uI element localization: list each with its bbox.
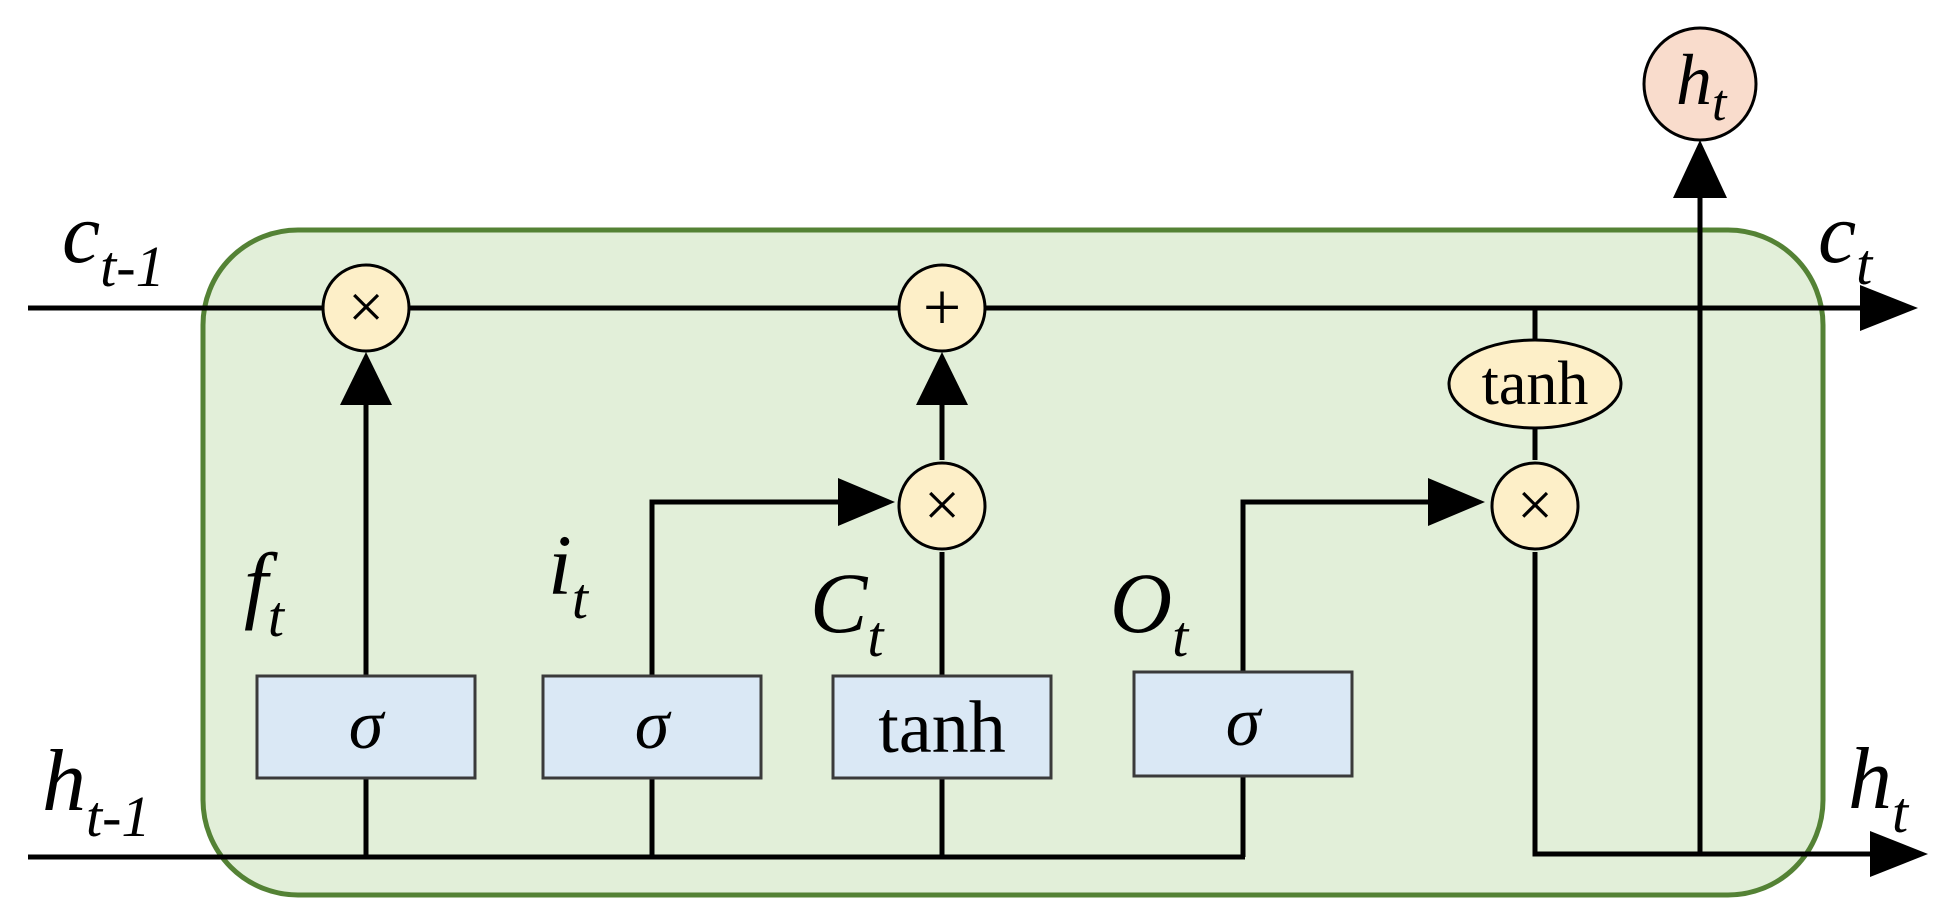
- cell-tanh-label: tanh: [1482, 350, 1589, 418]
- output-gate-output-line: [1240, 499, 1430, 672]
- hidden-output-node-sub: t: [1712, 75, 1728, 132]
- hidden-state-input-label: ht-1: [42, 733, 150, 849]
- cell-add-symbol: +: [923, 269, 961, 345]
- candidate-gate: tanh: [831, 674, 1053, 780]
- cell-tanh-node: tanh: [1447, 338, 1623, 430]
- cell-state-input-label: ct-1: [62, 185, 165, 299]
- input-gate-function: σ: [635, 687, 672, 764]
- cell-state-output-label: ct: [1818, 185, 1874, 297]
- forget-gate: σ: [255, 674, 477, 780]
- hidden-output-node-base: h: [1676, 40, 1712, 120]
- input-gate-arrowhead: [838, 478, 895, 526]
- forget-gate-arrowhead: [340, 352, 392, 405]
- output-gate-function: σ: [1226, 684, 1263, 761]
- input-multiply-symbol: ×: [924, 469, 960, 540]
- forget-multiply-symbol: ×: [348, 271, 384, 342]
- input-gate: σ: [541, 674, 763, 780]
- cell-add-op: +: [897, 263, 987, 353]
- cell-state-arrowhead: [1860, 285, 1918, 331]
- output-gate-label: Ot: [1110, 555, 1190, 669]
- input-multiply-op: ×: [897, 461, 987, 551]
- hidden-output-node: ht: [1642, 26, 1758, 142]
- svg-text:ht: ht: [1676, 40, 1728, 132]
- candidate-gate-function: tanh: [878, 687, 1005, 769]
- input-gate-label: it: [548, 517, 590, 631]
- hidden-output-arrowhead: [1870, 831, 1928, 877]
- hidden-output-vertical-arrowhead: [1673, 140, 1727, 198]
- lstm-cell-body: [200, 227, 1826, 898]
- input-gate-output-line: [649, 499, 840, 676]
- candidate-label: Ct: [810, 555, 885, 669]
- forget-multiply-op: ×: [321, 263, 411, 353]
- output-multiply-symbol: ×: [1517, 469, 1553, 540]
- forget-gate-function: σ: [349, 687, 386, 764]
- output-multiply-op: ×: [1490, 461, 1580, 551]
- hidden-state-output-label: ht: [1848, 731, 1910, 845]
- output-gate: σ: [1132, 670, 1354, 778]
- input-product-arrowhead: [916, 352, 968, 405]
- output-product-line: [1532, 552, 1540, 857]
- output-gate-arrowhead: [1428, 478, 1485, 526]
